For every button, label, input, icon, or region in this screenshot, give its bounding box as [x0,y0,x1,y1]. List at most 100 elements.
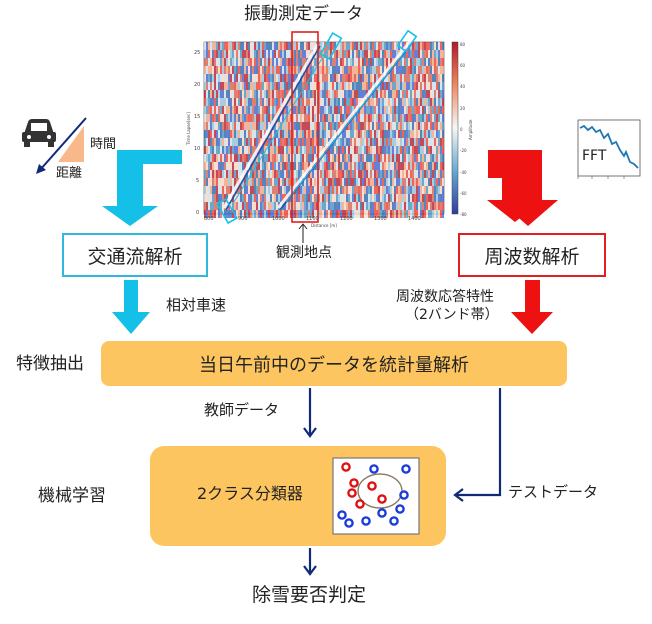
heatmap-cell [226,146,228,154]
heatmap-cell [362,186,364,194]
heatmap-cell [256,106,258,114]
heatmap-cell [334,74,336,82]
heatmap-cell [306,186,308,194]
heatmap-cell [204,210,206,218]
heatmap-cell [312,194,314,202]
heatmap-cell [298,154,300,162]
heatmap-cell [356,146,358,154]
heatmap-cell [272,122,274,130]
heatmap-cell [272,98,274,106]
heatmap-cell [244,178,246,186]
heatmap-cell [322,50,324,58]
heatmap-cell [300,154,302,162]
heatmap-cell [214,66,216,74]
heatmap-cell [422,162,424,170]
heatmap-cell [300,42,302,50]
heatmap-cell [318,82,320,90]
heatmap-cell [256,74,258,82]
heatmap-cell [368,50,370,58]
heatmap-cell [354,210,356,218]
heatmap-cell [254,138,256,146]
heatmap-cell [424,178,426,186]
heatmap-cell [400,162,402,170]
heatmap-cell [404,50,406,58]
heatmap-cell [282,42,284,50]
heatmap-cell [282,194,284,202]
heatmap-cell [434,114,436,122]
heatmap-cell [316,130,318,138]
heatmap-cell [314,170,316,178]
heatmap-cell [248,186,250,194]
heatmap-cell [376,194,378,202]
heatmap-cell [428,106,430,114]
heatmap-cell [342,58,344,66]
heatmap-cell [436,154,438,162]
heatmap-cell [342,130,344,138]
heatmap-cell [432,194,434,202]
heatmap-cell [430,58,432,66]
heatmap-cell [226,210,228,218]
heatmap-cell [388,154,390,162]
heatmap-cell [388,114,390,122]
heatmap-cell [318,178,320,186]
heatmap-cell [440,82,442,90]
heatmap-cell [356,58,358,66]
heatmap-cell [440,178,442,186]
heatmap-cell [214,130,216,138]
heatmap-cell [286,130,288,138]
heatmap-cell [290,122,292,130]
heatmap-cell [402,66,404,74]
heatmap-cell [262,50,264,58]
heatmap-cell [364,66,366,74]
heatmap-cell [404,194,406,202]
heatmap-cell [230,186,232,194]
heatmap-cell [366,138,368,146]
heatmap-cell [410,162,412,170]
heatmap-cell [282,90,284,98]
heatmap-cell [406,146,408,154]
heatmap-cell [420,66,422,74]
heatmap-cell [388,58,390,66]
heatmap-cell [232,90,234,98]
heatmap-cell [260,106,262,114]
heatmap-cell [214,50,216,58]
heatmap-cell [238,42,240,50]
heatmap-cell [424,146,426,154]
heatmap-cell [346,98,348,106]
heatmap-cell [290,82,292,90]
heatmap-cell [400,186,402,194]
heatmap-cell [352,82,354,90]
heatmap-cell [272,50,274,58]
heatmap-cell [320,170,322,178]
heatmap-cell [264,186,266,194]
heatmap-cell [264,146,266,154]
heatmap-cell [404,82,406,90]
heatmap-cell [230,58,232,66]
heatmap-cell [378,138,380,146]
heatmap-cell [218,74,220,82]
heatmap-cell [340,194,342,202]
x-tick-label: 1300 [374,216,387,222]
heatmap-cell [334,90,336,98]
heatmap-cell [260,178,262,186]
heatmap-cell [286,106,288,114]
heatmap-cell [260,98,262,106]
heatmap-cell [320,98,322,106]
heatmap-cell [212,186,214,194]
heatmap-cell [442,82,444,90]
heatmap-cell [346,130,348,138]
heatmap-cell [334,138,336,146]
heatmap-cell [278,50,280,58]
heatmap-cell [428,138,430,146]
heatmap-cell [308,114,310,122]
heatmap-cell [396,210,398,218]
heatmap-cell [214,82,216,90]
heatmap-cell [436,106,438,114]
heatmap-cell [326,170,328,178]
heatmap-cell [304,138,306,146]
heatmap-cell [388,162,390,170]
heatmap-cell [232,66,234,74]
heatmap-cell [396,130,398,138]
heatmap-cell [234,82,236,90]
heatmap-cell [254,146,256,154]
